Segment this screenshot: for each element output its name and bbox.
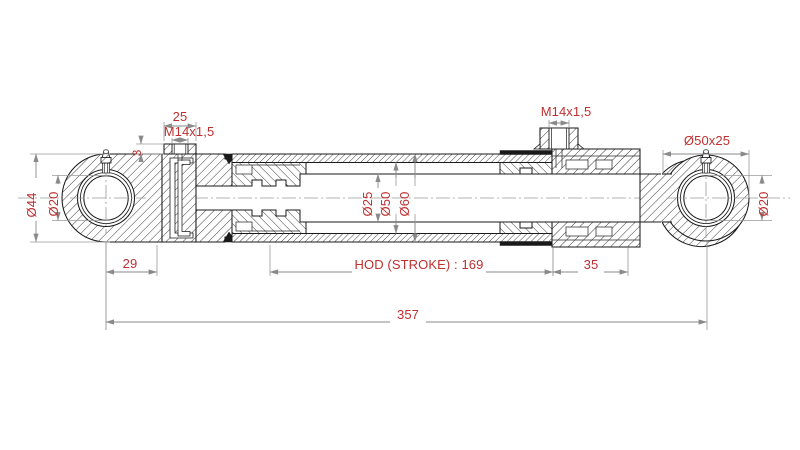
dimension-dia20-right: Ø20 xyxy=(708,174,772,221)
grease-nipple-right xyxy=(700,149,712,174)
right-port-boss xyxy=(532,127,586,168)
front-gland xyxy=(499,127,663,248)
dimension-stroke: HOD (STROKE) : 169 xyxy=(269,245,554,276)
label-dia50-bore: Ø50 xyxy=(378,192,393,217)
rear-end-cap xyxy=(161,143,237,243)
dimension-dia44-left: Ø44 xyxy=(24,153,110,243)
label-thread-right: M14x1,5 xyxy=(541,104,592,119)
label-dia20-left: Ø20 xyxy=(46,192,61,217)
label-thread-left: M14x1,5 xyxy=(164,124,215,139)
dimension-overall-357: 357 xyxy=(105,242,708,330)
dimension-35: 35 xyxy=(552,248,629,276)
dimension-offset-3: 3 xyxy=(130,135,164,162)
label-port-width-25: 25 xyxy=(173,109,188,124)
right-mounting-eye xyxy=(661,149,750,248)
grease-nipple-left xyxy=(100,149,112,174)
dimension-dia20-left: Ø20 xyxy=(46,174,108,221)
left-mounting-eye xyxy=(61,149,163,243)
dimension-dia25-rod: Ø25 xyxy=(360,173,381,223)
dimension-port-width-25: 25 xyxy=(163,109,197,141)
dimension-29: 29 xyxy=(105,242,158,330)
label-offset-3: 3 xyxy=(130,149,144,156)
dimension-dia50-bore: Ø50 xyxy=(378,161,399,234)
piston-assembly xyxy=(231,162,307,234)
label-dim-29: 29 xyxy=(123,256,138,271)
label-dia44-left: Ø44 xyxy=(24,193,39,218)
label-dim-35: 35 xyxy=(584,257,599,272)
label-dia25-rod: Ø25 xyxy=(360,192,375,217)
label-dia50x25: Ø50x25 xyxy=(684,133,730,148)
dimension-dia50x25-right: Ø50x25 xyxy=(662,133,750,198)
label-dia20-right: Ø20 xyxy=(756,192,771,217)
left-port-boss xyxy=(163,143,197,161)
dimension-thread-left: M14x1,5 xyxy=(164,124,215,143)
label-dia60-tube: Ø60 xyxy=(397,192,412,217)
label-dim-stroke: HOD (STROKE) : 169 xyxy=(355,257,484,272)
label-dim-357: 357 xyxy=(397,307,419,322)
dimension-thread-right: M14x1,5 xyxy=(541,104,592,127)
dimension-dia60-tube: Ø60 xyxy=(397,153,418,243)
